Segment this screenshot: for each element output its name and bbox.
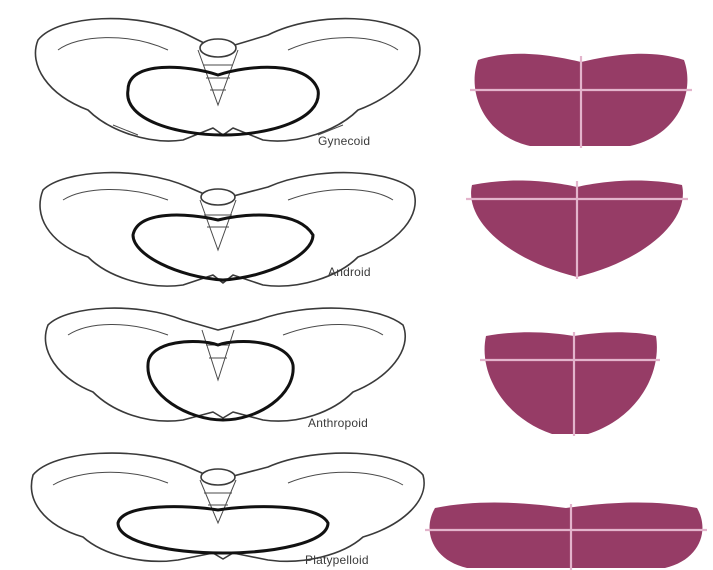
pelvis-row-platypelloid: Platypelloid bbox=[0, 445, 713, 570]
platypelloid-label: Platypelloid bbox=[305, 553, 369, 567]
android-inlet-shape bbox=[466, 175, 688, 279]
platypelloid-inlet-shape bbox=[425, 500, 707, 570]
anthropoid-inlet-shape bbox=[480, 328, 660, 436]
android-pelvis-drawing bbox=[18, 165, 438, 295]
pelvis-row-gynecoid: Gynecoid bbox=[0, 10, 713, 150]
anthropoid-pelvis-drawing bbox=[18, 300, 438, 430]
pelvis-row-anthropoid: Anthropoid bbox=[0, 300, 713, 435]
android-label: Android bbox=[328, 265, 371, 279]
gynecoid-inlet-shape bbox=[470, 50, 692, 150]
platypelloid-pelvis-drawing bbox=[18, 445, 438, 565]
gynecoid-label: Gynecoid bbox=[318, 134, 370, 148]
pelvis-row-android: Android bbox=[0, 165, 713, 300]
anthropoid-label: Anthropoid bbox=[308, 416, 368, 430]
gynecoid-pelvis-drawing bbox=[18, 10, 438, 150]
